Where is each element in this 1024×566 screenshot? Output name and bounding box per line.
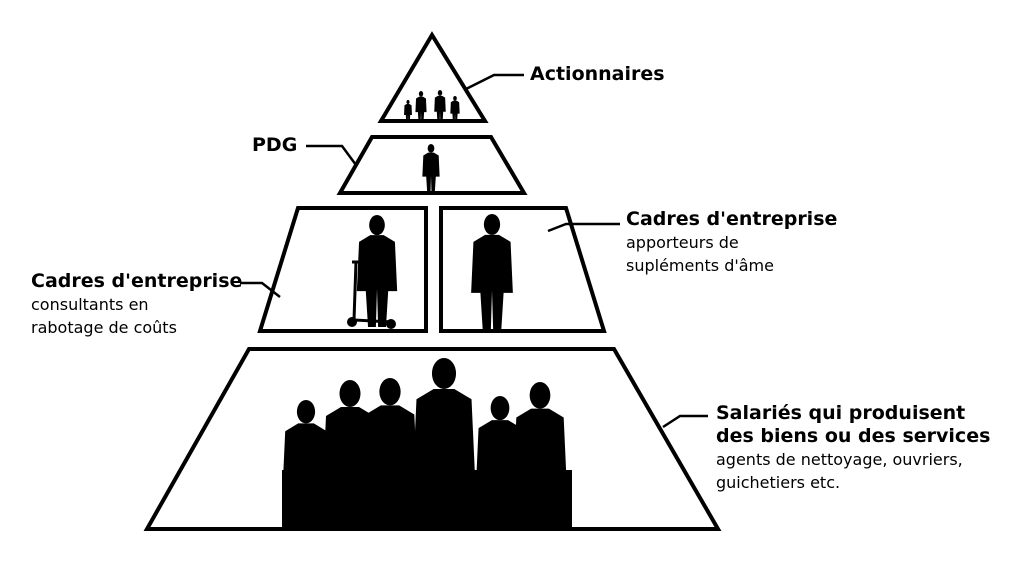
tier-shareholders — [377, 31, 489, 123]
ceo-silhouette — [422, 144, 440, 192]
consultant-silhouette — [356, 215, 398, 327]
crowd-silhouette — [282, 470, 572, 528]
workers-desc-1: agents de nettoyage, ouvriers, — [716, 449, 963, 469]
leader-line-ceo — [306, 144, 358, 166]
managers-left-title: Cadres d'entreprise — [31, 270, 243, 292]
managers-right-title: Cadres d'entreprise — [626, 208, 838, 230]
label-managers-right: Cadres d'entreprise apporteurs de suplém… — [626, 208, 837, 277]
managers-right-desc-2: supléments d'âme — [626, 255, 774, 275]
label-shareholders: Actionnaires — [530, 63, 665, 85]
tier-managers-left — [257, 206, 428, 333]
managers-left-desc-2: rabotage de coûts — [31, 317, 177, 337]
manager-silhouette — [471, 214, 513, 330]
managers-left-desc-1: consultants en — [31, 294, 149, 314]
tier-managers-right — [439, 206, 607, 333]
scooter-wheel-icon — [386, 319, 396, 329]
leader-line-workers — [662, 414, 708, 429]
shareholder-silhouette — [404, 100, 412, 122]
tier-ceo — [336, 135, 528, 195]
workers-desc-2: guichetiers etc. — [716, 472, 841, 492]
label-ceo: PDG — [252, 134, 298, 156]
scooter-wheel-icon — [347, 317, 357, 327]
shareholder-silhouette — [450, 96, 460, 122]
leader-line-shareholders — [465, 73, 524, 91]
workers-title-2: des biens ou des services — [716, 424, 991, 447]
tier-workers — [143, 347, 722, 531]
shareholder-silhouette — [415, 91, 427, 122]
leader-line-managers-left — [240, 281, 281, 298]
workers-title-1: Salariés qui produisent — [716, 402, 966, 424]
label-managers-left: Cadres d'entreprise consultants en rabot… — [31, 270, 242, 339]
label-workers: Salariés qui produisent des biens ou des… — [716, 402, 990, 494]
managers-right-desc-1: apporteurs de — [626, 232, 739, 252]
leader-line-managers-right — [547, 222, 620, 233]
shareholder-silhouette — [434, 90, 446, 122]
